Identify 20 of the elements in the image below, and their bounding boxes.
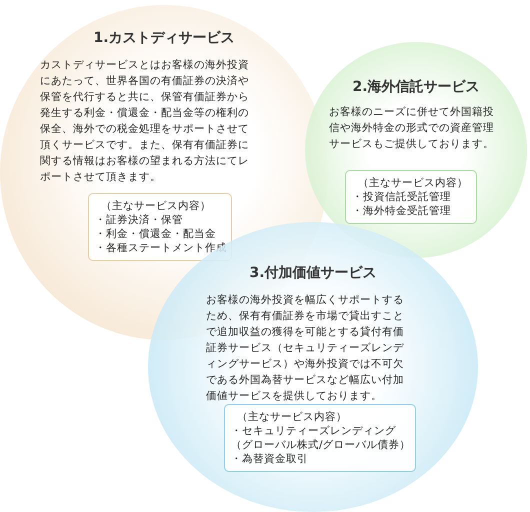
list-heading: （主なサービス内容） (236, 410, 348, 424)
list-item: ・セキュリティーズレンディング (231, 424, 397, 438)
circle-title: 1.カストディサービス (92, 29, 236, 47)
circle-title: 2.海外信託サービス (351, 78, 481, 96)
list-item: （グローバル株式/グローバル債券） (231, 438, 409, 452)
list-heading: （主なサービス内容） (357, 176, 469, 190)
service-list-box (88, 193, 232, 261)
description-text: カストディサービスとはお客様の海外投資にあたって、世界各国の有価証券の決済や保管を代行すると共に、保管有価証券から発生する利金・償還金・配当金等の権利の保全、海外での税金処理をサポートさせて頂くサービスです。また、保有有価証券に関する情報はお客様の望まれる方法にてレポートさせて頂きます。 (40, 58, 250, 185)
service-list-box (345, 170, 477, 224)
description-text: お客様のニーズに併せて外国籍投信や海外特金の形式での資産管理サービスもご提供しております。 (329, 105, 495, 152)
description-text: お客様の海外投資を幅広くサポートするため、保有有価証券を市場で貸出すことで追加収益の獲得を可能とする貸付有価証券サービス（セキュリティーズレンディングサービス）や海外投資では不可欠である外国為替サービスなど幅広い付加価値サービスを提供しております。 (206, 293, 405, 404)
list-item: ・為替資金取引 (231, 452, 309, 466)
service-list-box (224, 404, 416, 472)
circle-title: 3.付加価値サービス (248, 264, 378, 282)
list-item: ・利金・償還金・配当金 (95, 227, 217, 241)
list-heading: （主なサービス内容） (100, 199, 212, 213)
list-item: ・投資信託受託管理 (352, 190, 452, 204)
list-item: ・各種ステートメント作成 (95, 241, 225, 255)
list-item: ・証券決済・保管 (95, 213, 184, 227)
list-item: ・海外特金受託管理 (352, 204, 452, 218)
